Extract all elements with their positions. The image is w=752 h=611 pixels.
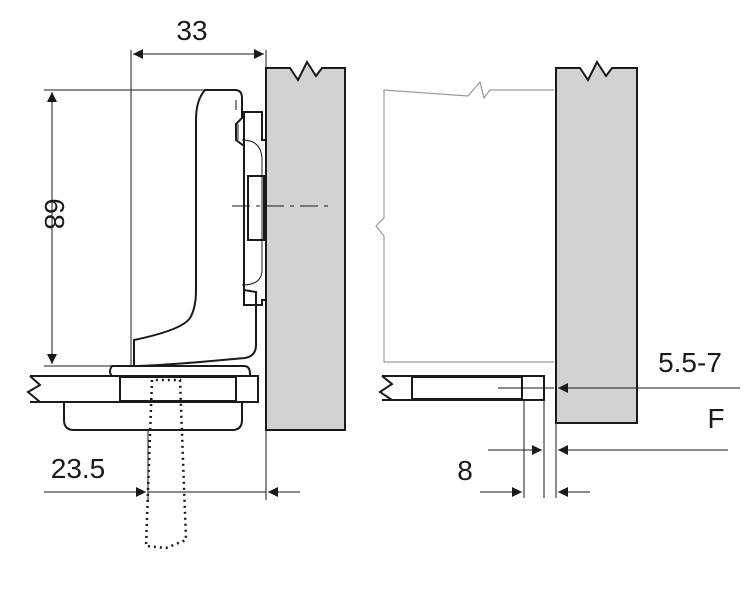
dim-label-gap: 5.5-7: [658, 347, 722, 378]
hinge-cup-body: [63, 401, 243, 431]
dim-label-33: 33: [176, 15, 207, 46]
cabinet-side-panel-right: [555, 59, 638, 424]
drill-outline: [144, 378, 188, 550]
dim-label-8: 8: [457, 455, 473, 486]
hinge-arm-ridge: [235, 100, 239, 140]
mounting-plate: [243, 111, 267, 306]
door-break-left: [26, 375, 42, 403]
mounting-plate-inner: [241, 139, 263, 286]
hinge-cup-base: [109, 365, 251, 377]
hinge-cup: [119, 376, 237, 402]
cabinet-side-panel-left: [265, 59, 346, 431]
dim-label-68: 68: [39, 198, 70, 229]
dim-label-235: 23.5: [51, 453, 106, 484]
door-break-right: [378, 375, 394, 401]
dim-label-f: F: [707, 403, 724, 434]
ghost-cabinet-outline: [375, 80, 554, 363]
door-left: [30, 375, 259, 403]
mounting-plate-slot: [247, 175, 265, 241]
